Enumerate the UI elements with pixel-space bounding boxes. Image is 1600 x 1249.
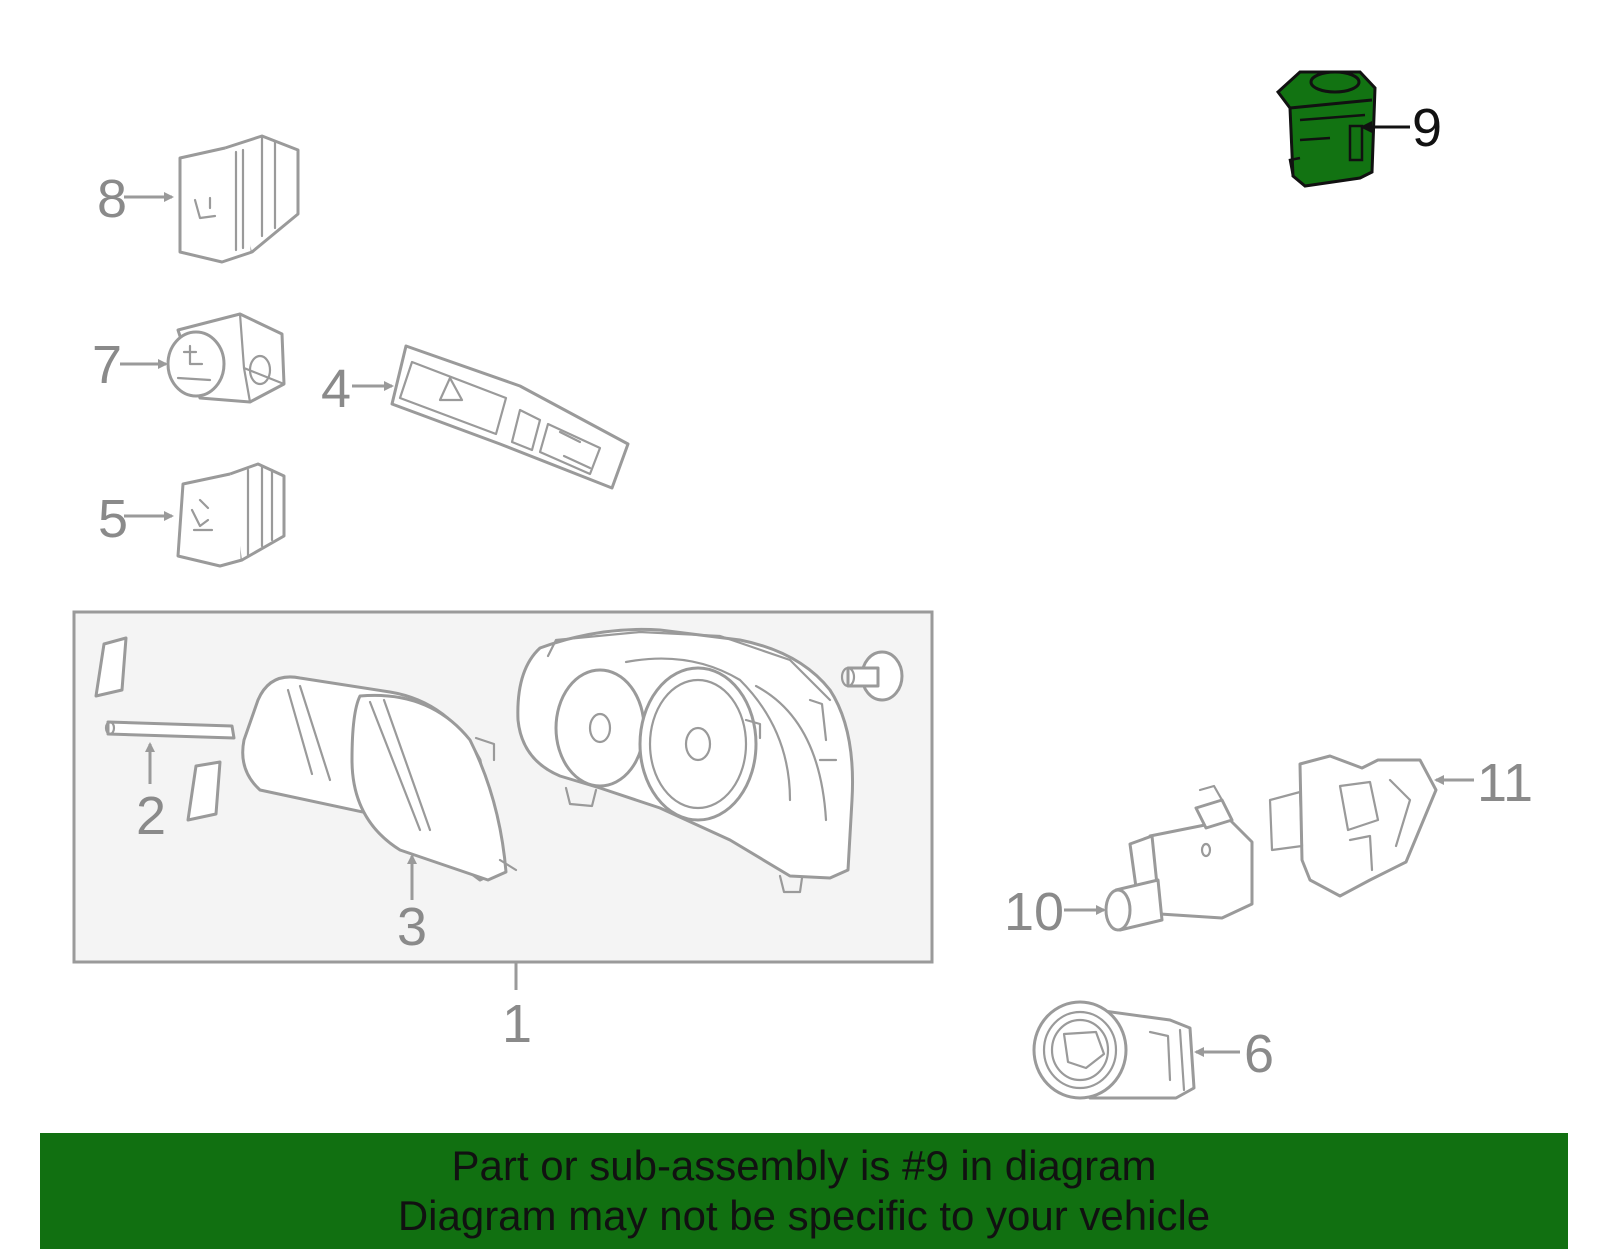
part-7-switch[interactable] [166,312,286,404]
callout-1: 1 [502,994,532,1054]
part-8-switch[interactable] [178,134,300,264]
part-4-hazard-switch[interactable] [390,344,630,490]
callout-6: 6 [1244,1024,1274,1084]
callout-3: 3 [397,897,427,957]
cluster-assembly[interactable] [516,627,904,894]
info-banner: Part or sub-assembly is #9 in diagram Di… [40,1133,1568,1249]
banner-line-2: Diagram may not be specific to your vehi… [397,1192,1211,1239]
part-10-sensor[interactable] [1104,784,1254,932]
callout-9: 9 [1412,98,1442,158]
part-2-pointer[interactable] [94,636,236,822]
banner-line-1: Part or sub-assembly is #9 in diagram [451,1142,1157,1189]
callout-5: 5 [98,489,128,549]
part-11-bracket[interactable] [1268,754,1438,898]
callout-11: 11 [1477,753,1533,813]
callout-8: 8 [97,169,127,229]
callout-10: 10 [1004,882,1064,942]
part-9-switch[interactable] [1275,70,1377,188]
part-3-lens[interactable] [241,675,518,882]
part-5-switch[interactable] [176,462,286,568]
callout-2: 2 [136,786,166,846]
part-6-switch[interactable] [1032,1000,1196,1100]
callout-7: 7 [92,335,122,395]
callout-4: 4 [321,359,351,419]
